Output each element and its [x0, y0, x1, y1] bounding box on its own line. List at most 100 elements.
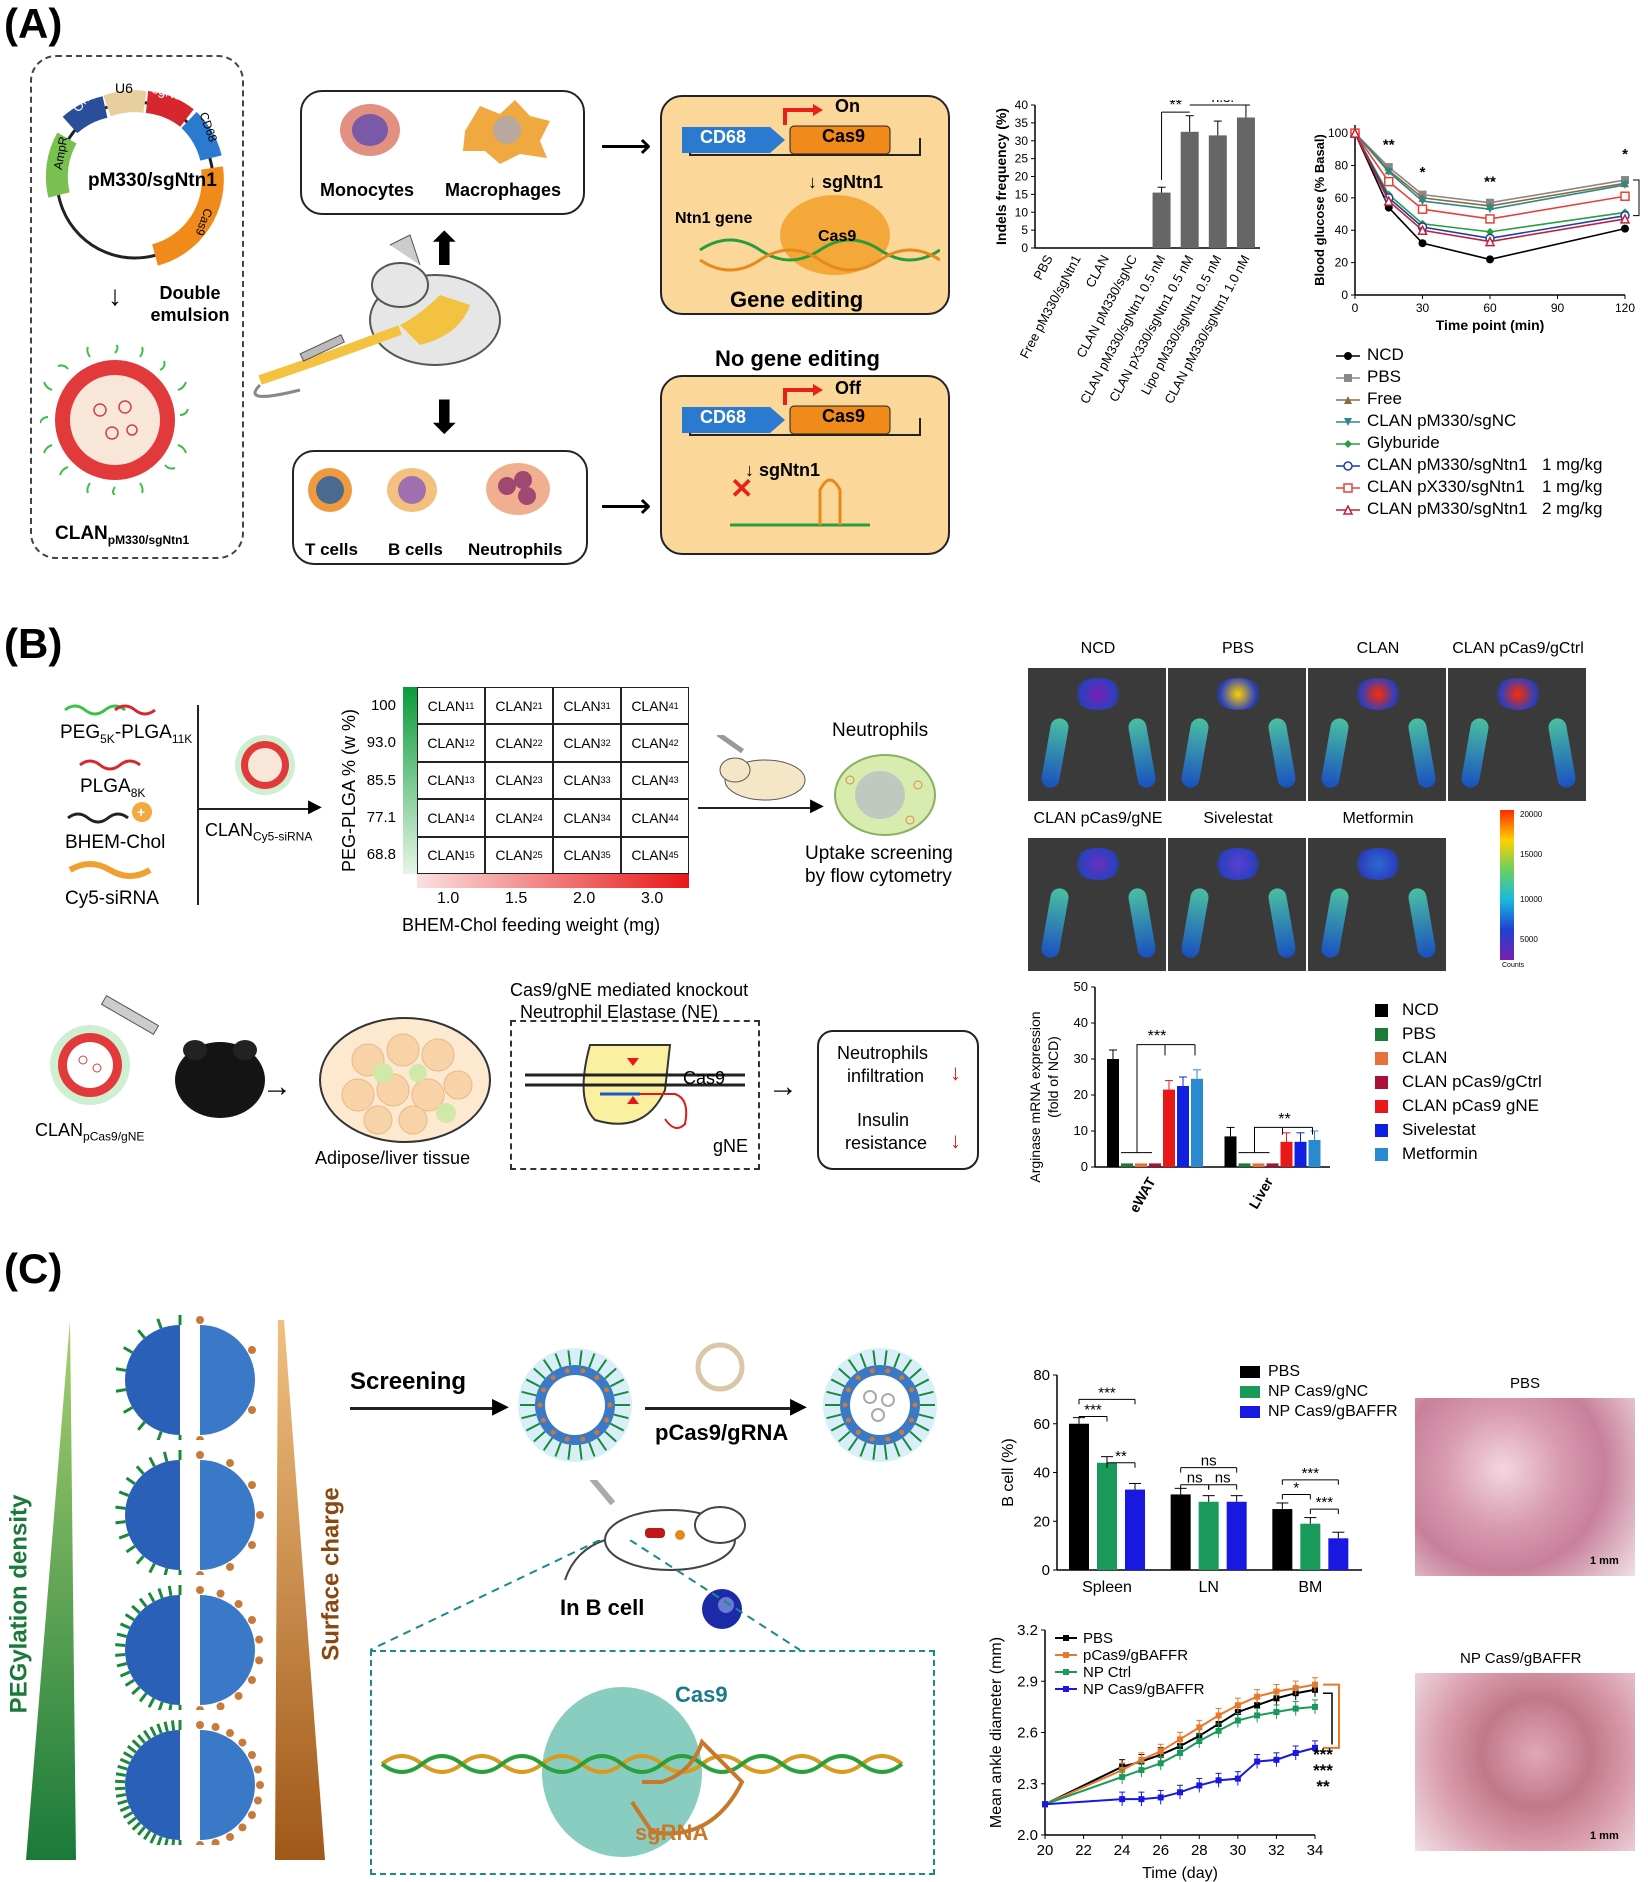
data-point [1343, 482, 1353, 493]
charge-dot [580, 1436, 586, 1442]
peg-chain [872, 1444, 877, 1460]
peg-chain [613, 1413, 629, 1420]
np-core [545, 1375, 605, 1435]
bar [1308, 1140, 1321, 1167]
peg-chain [115, 1388, 127, 1393]
peg-chain [137, 1734, 146, 1744]
panel-label-b: (B) [4, 620, 63, 667]
charge-dot [604, 1387, 610, 1393]
uptake-line2: by flow cytometry [805, 866, 952, 887]
charge-dot [885, 1368, 891, 1374]
y-tick-label: 10 [1015, 205, 1029, 219]
peg-chain [135, 1465, 145, 1475]
peg-chain [533, 1367, 546, 1380]
x-tick-label: Liver [1246, 1174, 1277, 1211]
grid-row-label: 77.1 [366, 808, 396, 826]
plasmid-name: pM330/sgNtn1 [88, 170, 217, 191]
data-point [1344, 417, 1352, 426]
peg-chain [148, 1456, 156, 1467]
legend-swatch [1375, 1124, 1388, 1138]
sig-annotation: ns [1215, 1470, 1231, 1487]
grid-col-label: 1.5 [505, 890, 528, 907]
svg-text:✕: ✕ [730, 473, 753, 504]
data-point [1292, 1685, 1299, 1692]
colorbar-tick-3: 10000 [1520, 895, 1543, 904]
colorbar-tick-4: 5000 [1520, 935, 1538, 944]
charge-dot [604, 1417, 610, 1423]
arrow-right-b4: → [768, 1070, 798, 1103]
legend-label: CLAN pCas9/gCtrl [1402, 1072, 1542, 1091]
macrophages-label: Macrophages [445, 180, 562, 200]
bhem-chol-label: BHEM-Chol [65, 832, 166, 853]
histo-pbs-scale: 1 mm [1590, 1555, 1619, 1567]
peg-chain [126, 1744, 137, 1754]
peg-chain [119, 1670, 131, 1678]
charge-dot [845, 1417, 851, 1423]
data-point [1273, 1709, 1280, 1715]
off-state-label: Off [835, 378, 861, 398]
peg-chain [149, 1726, 157, 1737]
arrow-right-2: ⟶ [600, 485, 652, 526]
legend-label: PBS [1367, 367, 1402, 386]
data-point [1177, 1750, 1183, 1756]
peg-chain [893, 1353, 901, 1368]
peg-chain [116, 1662, 128, 1668]
legend-swatch [1375, 1076, 1388, 1090]
legend-label: CLAN pX330/sgNtn1 [1367, 477, 1525, 496]
peg-chain [131, 1739, 142, 1749]
peg-chain [901, 1359, 913, 1373]
charge-dot [196, 1451, 204, 1459]
charge-dot [196, 1586, 204, 1594]
charge-dot [247, 1346, 256, 1354]
cas9-zoom-box [370, 1650, 935, 1875]
histo-np-scale: 1 mm [1590, 1830, 1619, 1842]
bar [1069, 1423, 1089, 1570]
peg-chain [131, 1821, 142, 1831]
y-axis-label: Indels frequency (%) [993, 108, 1009, 245]
peg-chain [578, 1350, 583, 1366]
grid-row-label: 85.5 [366, 771, 396, 789]
surface-charge-label: Surface charge [317, 1487, 345, 1661]
peg-chain [149, 1833, 157, 1844]
peg-chain [872, 1350, 877, 1366]
data-point [1234, 1702, 1241, 1709]
imaging-thumbnail [1168, 838, 1306, 971]
bcells-label: B cells [388, 540, 443, 559]
data-point [1344, 351, 1352, 360]
gne-label: gNE [713, 1136, 749, 1156]
x-tick-label: 120 [1615, 301, 1635, 315]
y-tick-label: 20 [1335, 256, 1349, 270]
data-point [1234, 1717, 1241, 1724]
y-tick-label: 2.3 [1017, 1776, 1038, 1793]
x-tick-label: BM [1298, 1579, 1322, 1596]
charge-dot [247, 1616, 256, 1624]
clan-nanoparticle-b [235, 735, 295, 795]
peg-chain [554, 1442, 562, 1457]
outcome-1b: infiltration [847, 1066, 925, 1086]
x-tick-label: Spleen [1082, 1579, 1132, 1596]
bar [1198, 1501, 1219, 1570]
charge-hemisphere [200, 1460, 255, 1570]
sig-annotation: * [1420, 164, 1426, 181]
legend-swatch [1375, 1100, 1388, 1114]
data-point [1349, 127, 1361, 138]
charge-dot [234, 1691, 243, 1700]
colorbar-tick-5: Counts [1502, 962, 1525, 969]
peg-chain [542, 1359, 554, 1373]
charge-dot [211, 1838, 220, 1845]
charge-dot [196, 1841, 204, 1845]
arrowhead-b1: ▶ [308, 796, 322, 816]
peg-chain [918, 1413, 934, 1420]
legend-marker [1063, 1652, 1069, 1658]
imaging-thumbnail [1308, 838, 1446, 971]
arrow-up-thick: ⬆ [425, 223, 464, 275]
uptake-line1: Uptake screening [805, 843, 953, 864]
charge-dot [855, 1429, 861, 1435]
peg-chain [118, 1533, 130, 1540]
charge-dot [247, 1406, 256, 1414]
